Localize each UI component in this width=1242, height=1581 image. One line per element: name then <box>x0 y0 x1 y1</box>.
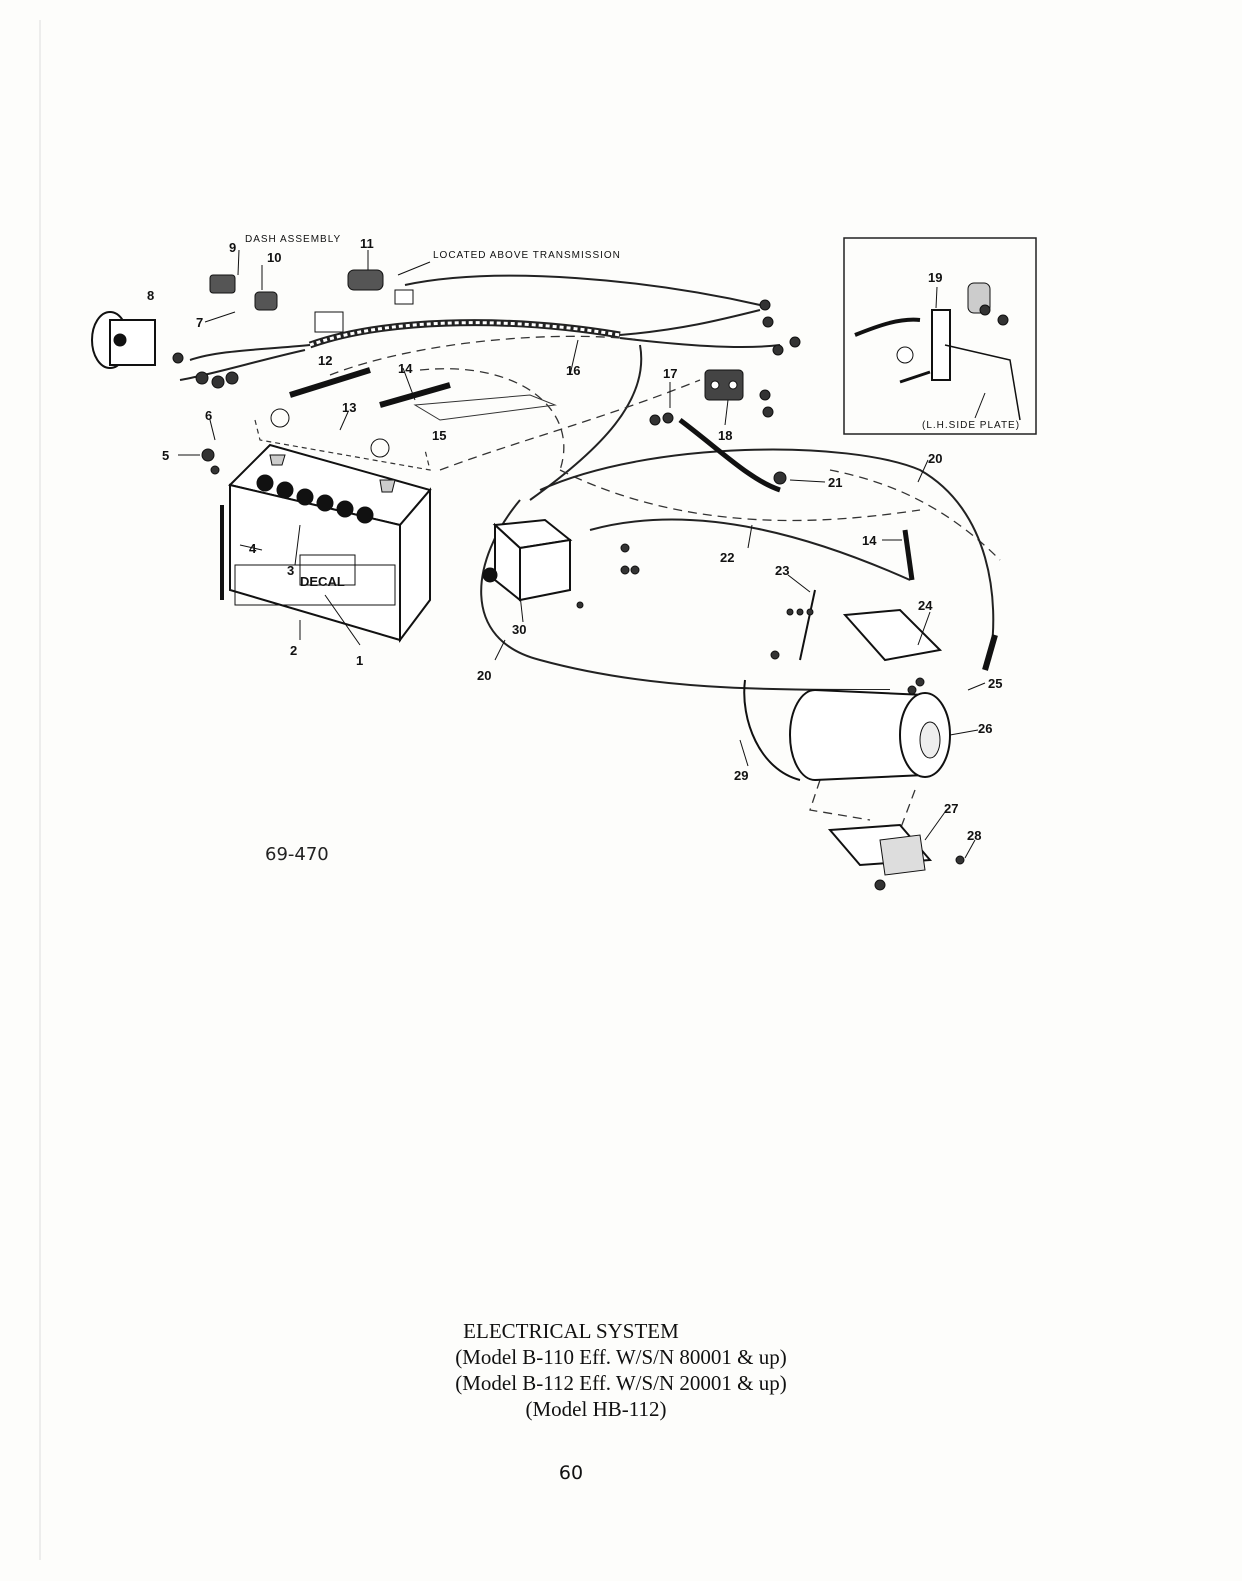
cable-12 <box>289 367 371 398</box>
callout-30: 30 <box>512 622 526 637</box>
cable-25 <box>982 634 998 671</box>
dash-assembly-label: DASH ASSEMBLY <box>245 234 341 245</box>
wire-harness <box>179 274 781 501</box>
decal-label: DECAL <box>300 574 345 589</box>
callout-25: 25 <box>988 676 1002 691</box>
starter-generator <box>789 689 951 781</box>
callout-1: 1 <box>356 653 363 668</box>
voltage-regulator <box>482 518 573 603</box>
figure-code: 69-470 <box>265 844 329 865</box>
located-above-label: LOCATED ABOVE TRANSMISSION <box>433 250 621 261</box>
caption-line-2: (Model B-112 Eff. W/S/N 20001 & up) <box>455 1371 787 1395</box>
callout-16: 16 <box>566 363 580 378</box>
callout-14: 14 <box>398 361 413 376</box>
cable-20 <box>480 448 995 691</box>
cable-14 <box>379 382 451 408</box>
caption: ELECTRICAL SYSTEM (Model B-110 Eff. W/S/… <box>0 1318 1242 1422</box>
callout-20: 20 <box>928 451 942 466</box>
mounting-bracket <box>827 823 933 876</box>
callout-29: 29 <box>734 768 748 783</box>
callout-7: 7 <box>196 315 203 330</box>
caption-line-1: (Model B-110 Eff. W/S/N 80001 & up) <box>455 1345 787 1369</box>
callout-23: 23 <box>775 563 789 578</box>
callout-13: 13 <box>342 400 356 415</box>
inset-box <box>843 237 1037 435</box>
callout-22: 22 <box>720 550 734 565</box>
callout-8: 8 <box>147 288 154 303</box>
callout-28: 28 <box>967 828 981 843</box>
page-number: 60 <box>558 1462 584 1484</box>
light-switch <box>254 291 278 311</box>
callout-15: 15 <box>432 428 446 443</box>
callout-2: 2 <box>290 643 297 658</box>
callout-20b: 20 <box>477 668 491 683</box>
caption-title: ELECTRICAL SYSTEM <box>463 1319 679 1343</box>
callout-17: 17 <box>663 366 677 381</box>
plug <box>314 311 344 333</box>
connector <box>394 289 414 305</box>
drive-belt <box>743 679 801 781</box>
adjustment-bracket <box>842 608 943 662</box>
solenoid <box>704 369 744 401</box>
callout-5: 5 <box>162 448 169 463</box>
inset-parts <box>854 282 1021 421</box>
callout-19: 19 <box>928 270 942 285</box>
callout-14b: 14 <box>862 533 877 548</box>
callout-26: 26 <box>978 721 992 736</box>
callout-12: 12 <box>318 353 332 368</box>
caption-line-3: (Model HB-112) <box>525 1397 667 1421</box>
key-switch <box>209 274 236 294</box>
callout-11: 11 <box>360 236 374 251</box>
cable-22 <box>589 518 911 581</box>
callout-18: 18 <box>718 428 732 443</box>
callout-3: 3 <box>287 563 294 578</box>
battery <box>220 443 432 643</box>
hold-down-bracket <box>254 419 431 471</box>
lh-side-plate-label: (L.H.SIDE PLATE) <box>922 420 1020 431</box>
callout-24: 24 <box>918 598 933 613</box>
callout-4: 4 <box>249 541 257 556</box>
cable-17 <box>678 418 781 493</box>
ammeter <box>91 311 156 369</box>
cable-14-right <box>902 529 915 581</box>
battery-tray <box>413 394 557 421</box>
callout-6: 6 <box>205 408 212 423</box>
callout-21: 21 <box>828 475 842 490</box>
callout-9: 9 <box>229 240 236 255</box>
safety-switch <box>347 269 384 291</box>
callout-27: 27 <box>944 801 958 816</box>
callout-10: 10 <box>267 250 281 265</box>
